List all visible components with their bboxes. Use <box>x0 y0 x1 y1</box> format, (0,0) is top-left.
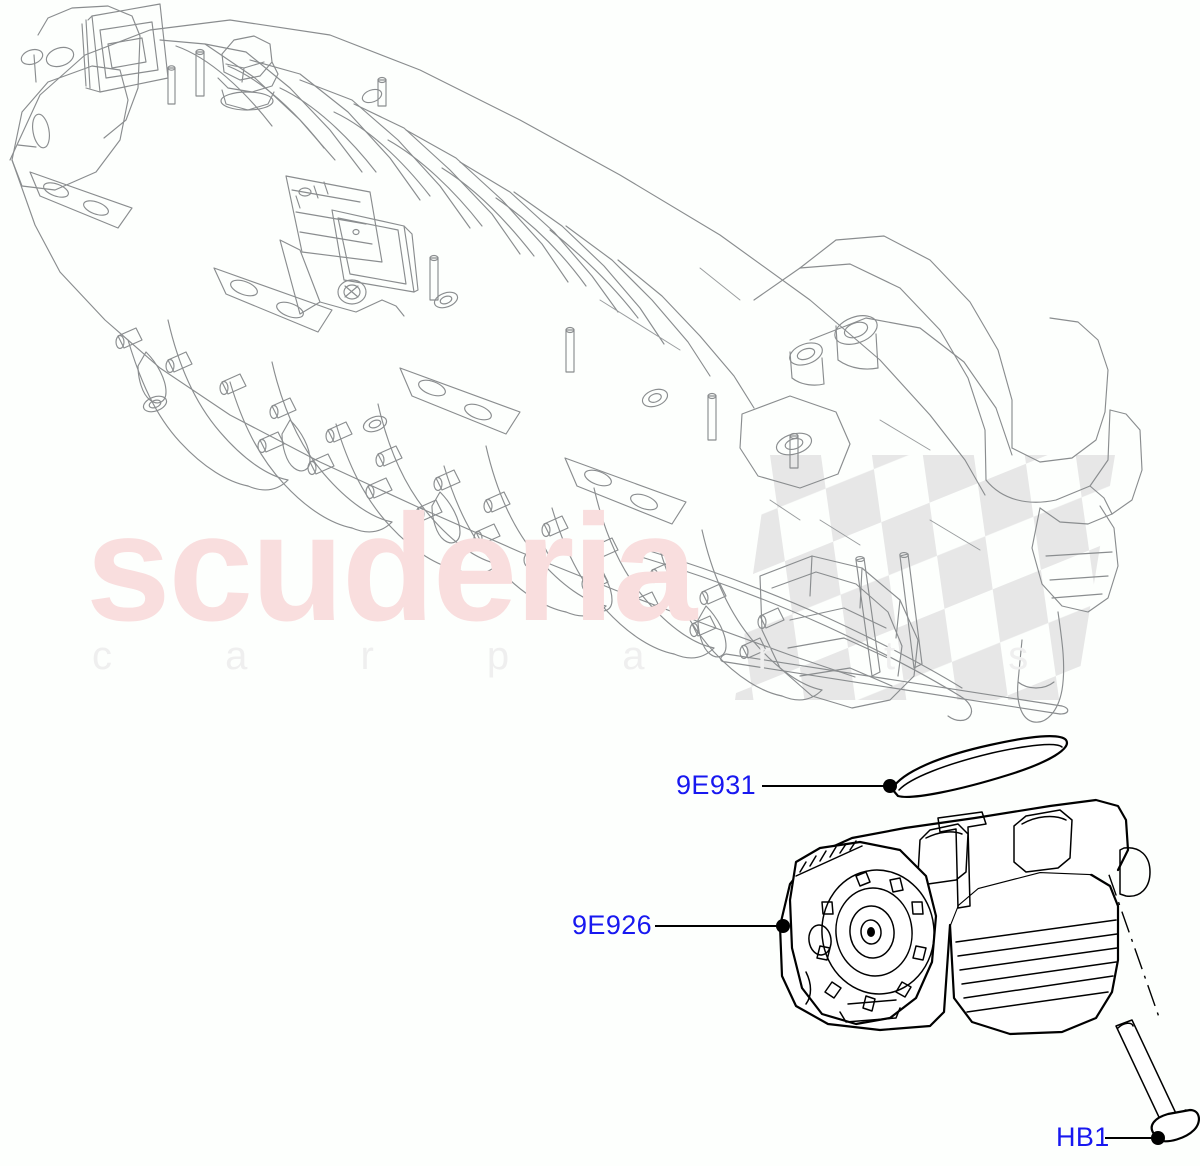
retaining-bolt-shape <box>1115 1019 1200 1143</box>
watermark-subtitle-text: c a r p a r t s <box>92 634 1080 678</box>
callout-9e931-leader-dot <box>883 779 897 793</box>
retaining-bolt-centerline <box>1095 837 1161 1021</box>
callout-label-hb1[interactable]: HB1 <box>1056 1122 1110 1152</box>
callout-label-9e926[interactable]: 9E926 <box>572 910 653 940</box>
callout-label-9e931[interactable]: 9E931 <box>676 770 757 800</box>
throttle-body-shape <box>778 798 1151 1036</box>
callout-hb1-leader-dot <box>1151 1131 1165 1145</box>
throttle-body-gasket-shape <box>890 735 1069 798</box>
watermark-brand-text: scuderia <box>86 483 697 653</box>
callout-9e926-leader-dot <box>776 919 790 933</box>
